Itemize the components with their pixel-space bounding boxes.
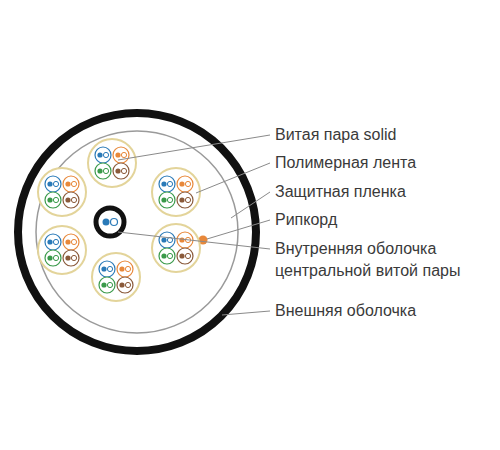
wire [161, 197, 166, 202]
pair-groups [38, 139, 200, 301]
central-wire [111, 219, 118, 226]
wire [107, 282, 112, 287]
polymer-tape [38, 168, 86, 216]
twisted-pair [95, 163, 111, 179]
wire [161, 237, 166, 242]
wire [97, 168, 102, 173]
twisted-pair [45, 250, 61, 266]
wire [119, 282, 124, 287]
wire [53, 181, 58, 186]
wire [101, 266, 106, 271]
wire [65, 239, 70, 244]
twisted-pair [117, 261, 133, 277]
wire [167, 253, 172, 258]
wire [121, 168, 126, 173]
twisted-pair [63, 192, 79, 208]
twisted-pair [99, 277, 115, 293]
polymer-tape [152, 168, 200, 216]
wire [47, 181, 52, 186]
twisted-pair [45, 192, 61, 208]
wire [97, 152, 102, 157]
wire [179, 237, 184, 242]
twisted-pair [113, 163, 129, 179]
wire [71, 239, 76, 244]
callout-label: Витая пара solid [275, 124, 495, 146]
wire [47, 239, 52, 244]
callout-label: Защитная пленка [275, 181, 495, 203]
twisted-pair [177, 176, 193, 192]
protective-film [36, 131, 238, 333]
twisted-pair [113, 147, 129, 163]
twisted-pair [63, 176, 79, 192]
wire [65, 197, 70, 202]
wire [179, 181, 184, 186]
wire [71, 197, 76, 202]
wire [53, 255, 58, 260]
wire [125, 282, 130, 287]
twisted-pair [177, 192, 193, 208]
wire [185, 197, 190, 202]
wire [71, 181, 76, 186]
polymer-tape [152, 224, 200, 272]
twisted-pair [117, 277, 133, 293]
twisted-pair [177, 248, 193, 264]
twisted-pair [99, 261, 115, 277]
twisted-pair [159, 248, 175, 264]
leader-line [222, 311, 270, 315]
callout-label: Внешняя оболочка [275, 300, 495, 322]
wire [185, 253, 190, 258]
wire [103, 168, 108, 173]
wire [179, 197, 184, 202]
twisted-pair [45, 234, 61, 250]
wire [115, 152, 120, 157]
outer-sheath [18, 113, 256, 351]
wire [161, 253, 166, 258]
wire [53, 239, 58, 244]
twisted-pair [63, 250, 79, 266]
wire [119, 266, 124, 271]
twisted-pair [45, 176, 61, 192]
wire [125, 266, 130, 271]
polymer-tape [38, 226, 86, 274]
polymer-tape [88, 139, 136, 187]
leader-line [118, 135, 270, 160]
twisted-pair [159, 192, 175, 208]
wire [179, 253, 184, 258]
wire [167, 181, 172, 186]
wire [101, 282, 106, 287]
leader-line [207, 220, 270, 239]
wire [121, 152, 126, 157]
wire [167, 197, 172, 202]
leader-line [231, 192, 270, 218]
wire [107, 266, 112, 271]
twisted-pair [159, 176, 175, 192]
wire [65, 181, 70, 186]
central-wire [103, 219, 110, 226]
leader-line [196, 163, 270, 193]
wire [47, 255, 52, 260]
callout-label: Внутренняя оболочка центральной витой па… [275, 238, 495, 282]
twisted-pair [159, 232, 175, 248]
wire [71, 255, 76, 260]
callout-label: Рипкорд [275, 209, 495, 231]
wire [161, 181, 166, 186]
wire [65, 255, 70, 260]
polymer-tape [92, 253, 140, 301]
leader-line [118, 232, 270, 249]
leader-lines [118, 135, 270, 315]
callout-label: Полимерная лента [275, 152, 495, 174]
wire [115, 168, 120, 173]
wire [47, 197, 52, 202]
wire [103, 152, 108, 157]
twisted-pair [95, 147, 111, 163]
wire [53, 197, 58, 202]
twisted-pair [63, 234, 79, 250]
wire [185, 181, 190, 186]
